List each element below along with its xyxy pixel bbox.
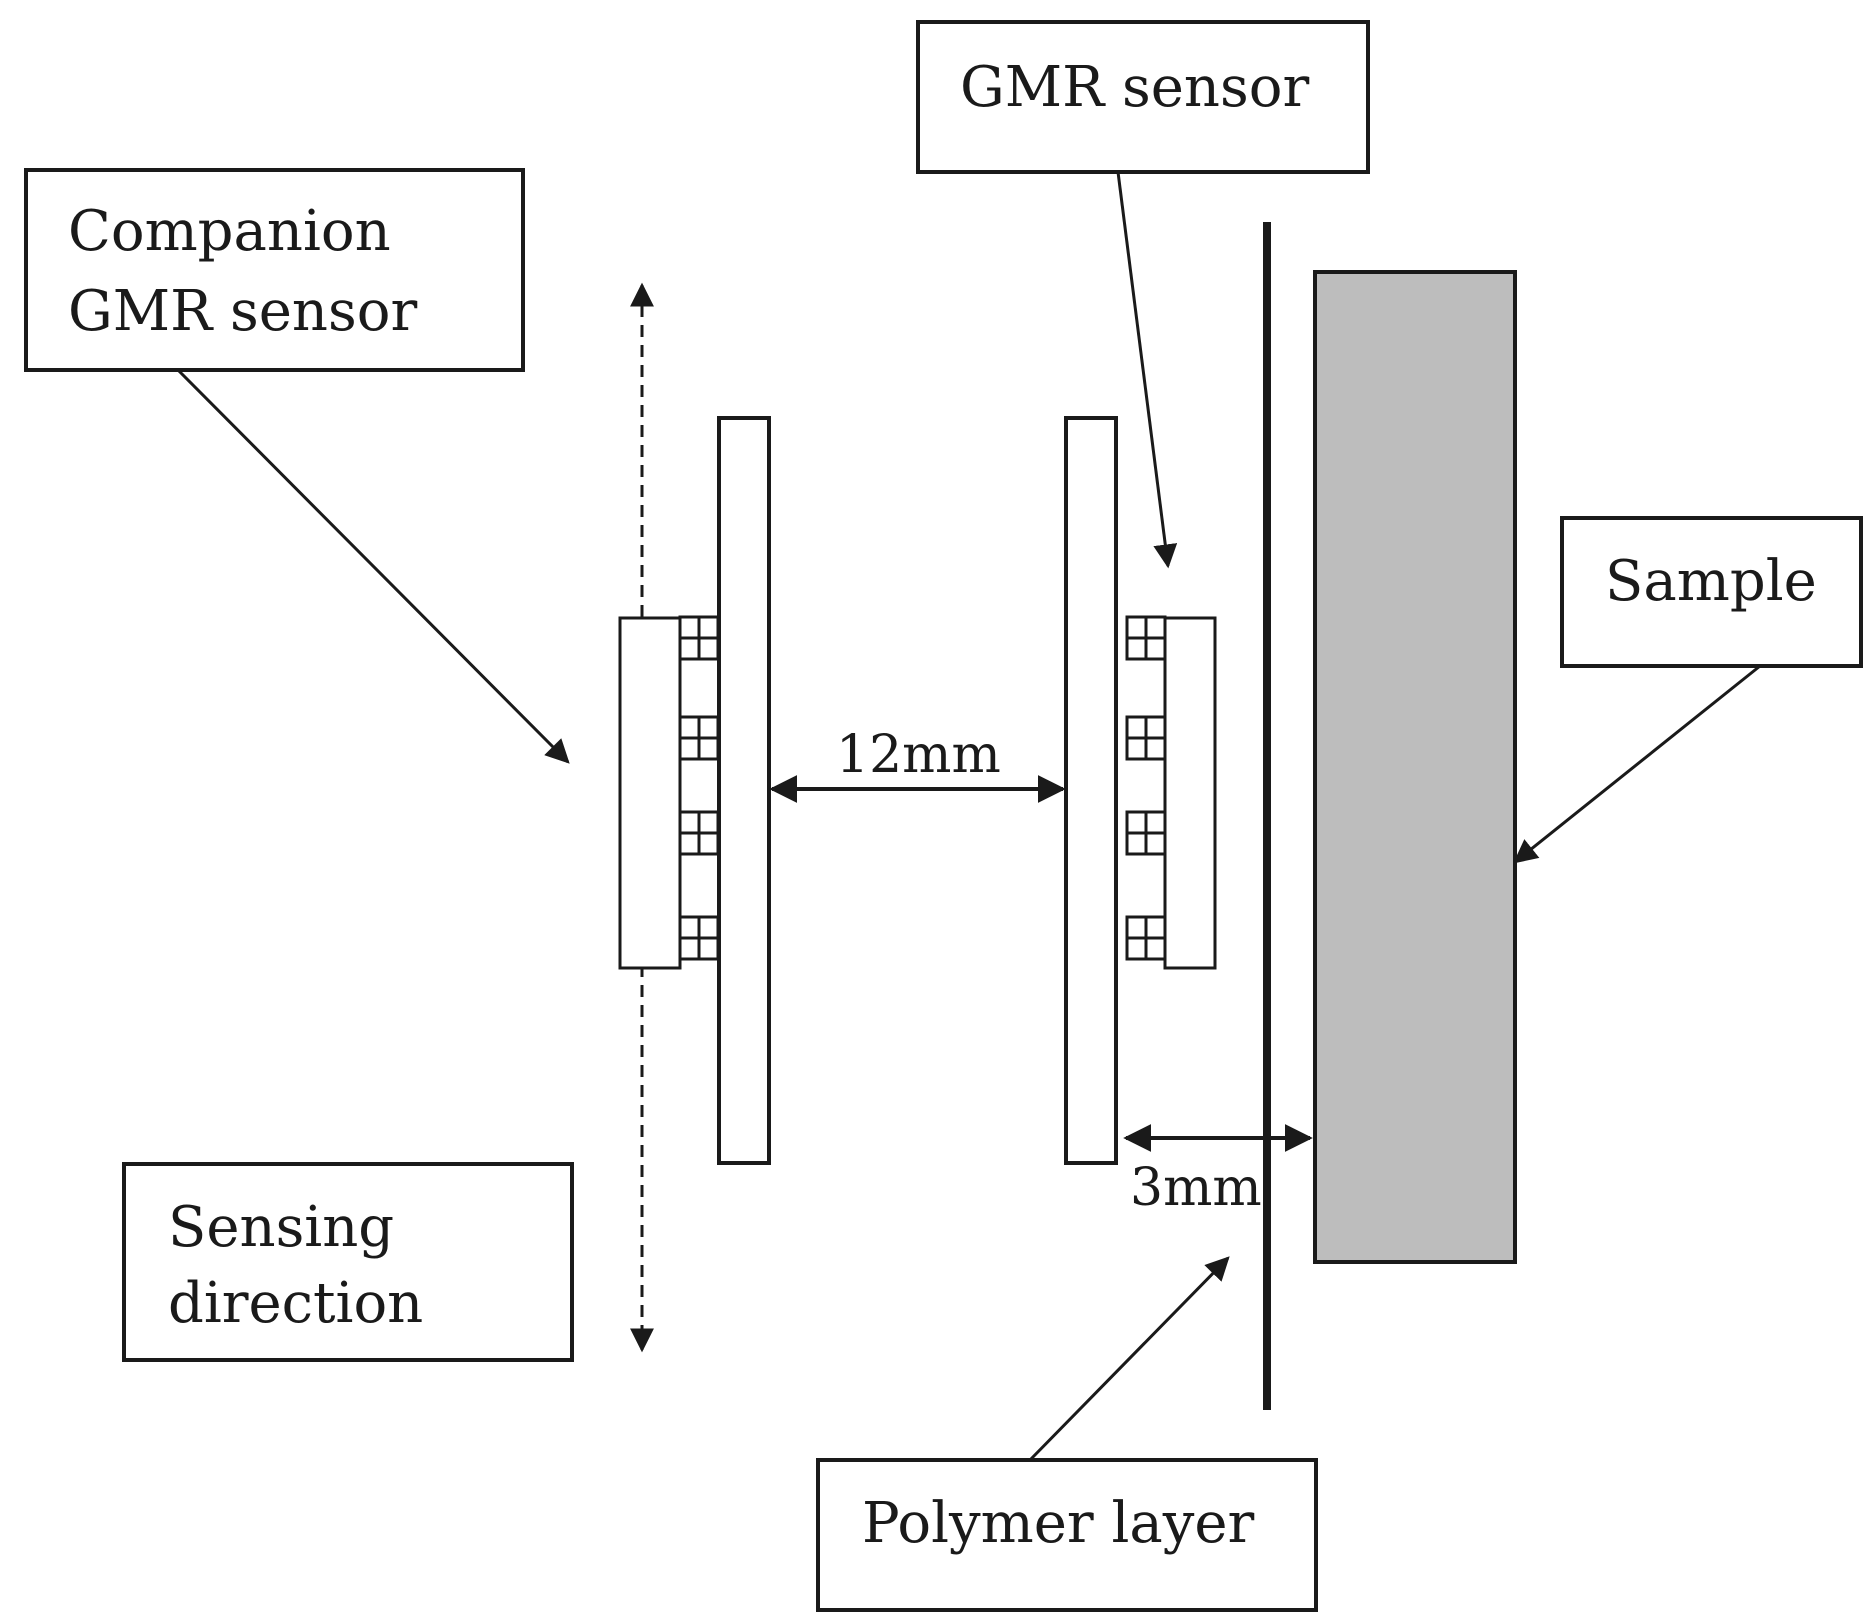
sample-block [1313,270,1517,1264]
companion-leader-arrow [176,368,570,764]
gmr-sensor-label: GMR sensor [960,55,1309,120]
main-sensor-elements [1125,615,1167,961]
sensor-element [678,615,720,661]
sample-leader-arrow [1513,664,1761,864]
companion-label-line2: GMR sensor [68,279,417,344]
sensor-element [1125,715,1167,761]
companion-sensor-backplate [618,616,682,970]
gmr-sensor-label-box: GMR sensor [916,20,1370,174]
sensor-element [1125,915,1167,961]
sensor-element [678,810,720,856]
sensing-label-line2: direction [168,1271,423,1336]
polymer-layer-label-box: Polymer layer [816,1458,1318,1612]
companion-label-line1: Companion [68,199,391,264]
gap-label: 3mm [1130,1158,1262,1218]
sensor-element [678,915,720,961]
companion-gmr-sensor-label-box: Companion GMR sensor [24,168,525,372]
sample-label: Sample [1605,549,1817,614]
sensor-spacing-label: 12mm [836,725,1001,785]
sensing-label-line1: Sensing [168,1195,394,1260]
gmr-sensor-leader-arrow [1116,171,1178,569]
main-board [1064,416,1118,1165]
sensor-element [1125,615,1167,661]
main-sensor-backplate [1163,616,1217,970]
polymer-layer-leader-arrow [1028,1256,1230,1462]
companion-sensor-assembly [618,416,771,1165]
companion-board [717,416,771,1165]
polymer-layer-label: Polymer layer [862,1491,1255,1556]
main-sensor-assembly [1064,416,1217,1165]
sensor-element [678,715,720,761]
sample-label-box: Sample [1560,516,1863,668]
sensor-element [1125,810,1167,856]
sensing-direction-label-box: Sensing direction [122,1162,574,1362]
companion-sensor-elements [678,615,720,961]
